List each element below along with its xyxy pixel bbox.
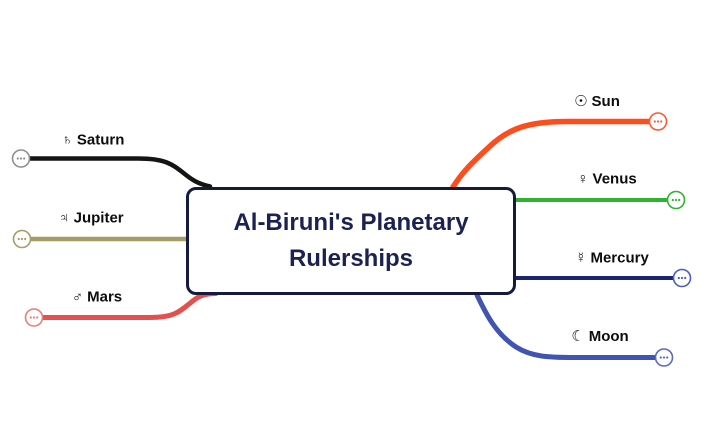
- venus-expand-button[interactable]: [666, 190, 686, 210]
- ellipsis-dot: [16, 157, 19, 160]
- root-node-title: Al-Biruni's Planetary Rulerships: [233, 205, 468, 277]
- topic-venus[interactable]: ♀Venus: [577, 171, 636, 188]
- sun-branch-line: [450, 118, 652, 190]
- ellipsis-dot: [684, 276, 687, 280]
- topic-mercury[interactable]: ☿Mercury: [575, 250, 649, 267]
- sun-expand-button[interactable]: [648, 112, 668, 131]
- ellipsis-dot: [24, 237, 27, 241]
- ellipsis-dot: [656, 120, 660, 123]
- saturn-expand-button[interactable]: [11, 149, 31, 168]
- topic-sun[interactable]: ☉Sun: [574, 92, 620, 110]
- topic-mars[interactable]: ♂Mars: [72, 289, 122, 306]
- ellipsis-dot: [671, 198, 674, 202]
- ellipsis-dot: [680, 276, 684, 280]
- topic-mars-label: Mars: [87, 288, 123, 306]
- saturn-symbol-icon: ♄: [61, 131, 73, 149]
- ellipsis-dot: [20, 237, 24, 241]
- root-title-line-2: Rulerships: [288, 245, 413, 272]
- topic-saturn-label: Saturn: [76, 131, 125, 149]
- mars-branch-line: [40, 291, 219, 320]
- ellipsis-dot: [653, 120, 656, 123]
- mercury-symbol-icon: ☿: [575, 249, 587, 267]
- ellipsis-dot: [662, 356, 666, 359]
- ellipsis-dot: [29, 316, 32, 319]
- venus-symbol-icon: ♀: [577, 170, 589, 188]
- ellipsis-dot: [677, 276, 680, 280]
- topic-jupiter-label: Jupiter: [73, 209, 124, 227]
- topic-moon-label: Moon: [588, 328, 629, 345]
- topic-venus-label: Venus: [592, 170, 637, 188]
- jupiter-symbol-icon: ♃: [58, 209, 70, 227]
- ellipsis-dot: [23, 157, 26, 160]
- topic-sun-label: Sun: [591, 93, 620, 110]
- root-node[interactable]: Al-Biruni's Planetary Rulerships: [186, 187, 516, 295]
- mars-symbol-icon: ♂: [71, 288, 84, 306]
- moon-branch-line: [474, 292, 658, 360]
- moon-symbol-icon: ☾: [571, 328, 585, 345]
- ellipsis-dot: [19, 157, 23, 160]
- mercury-expand-button[interactable]: [672, 268, 692, 288]
- ellipsis-dot: [674, 198, 678, 202]
- sun-symbol-icon: ☉: [574, 93, 588, 110]
- ellipsis-dot: [32, 316, 36, 319]
- topic-mercury-label: Mercury: [590, 249, 649, 267]
- topic-moon[interactable]: ☾Moon: [571, 327, 628, 345]
- ellipsis-dot: [36, 316, 39, 319]
- jupiter-expand-button[interactable]: [12, 229, 32, 249]
- ellipsis-dot: [659, 356, 662, 359]
- topic-saturn[interactable]: ♄Saturn: [62, 132, 125, 149]
- ellipsis-dot: [678, 198, 681, 202]
- mars-expand-button[interactable]: [24, 308, 44, 327]
- root-title-line-1: Al-Biruni's Planetary: [233, 209, 469, 236]
- ellipsis-dot: [660, 120, 663, 123]
- ellipsis-dot: [666, 356, 669, 359]
- topic-jupiter[interactable]: ♃Jupiter: [58, 210, 123, 227]
- saturn-branch-line: [27, 156, 213, 189]
- moon-expand-button[interactable]: [654, 348, 674, 367]
- ellipsis-dot: [17, 237, 20, 241]
